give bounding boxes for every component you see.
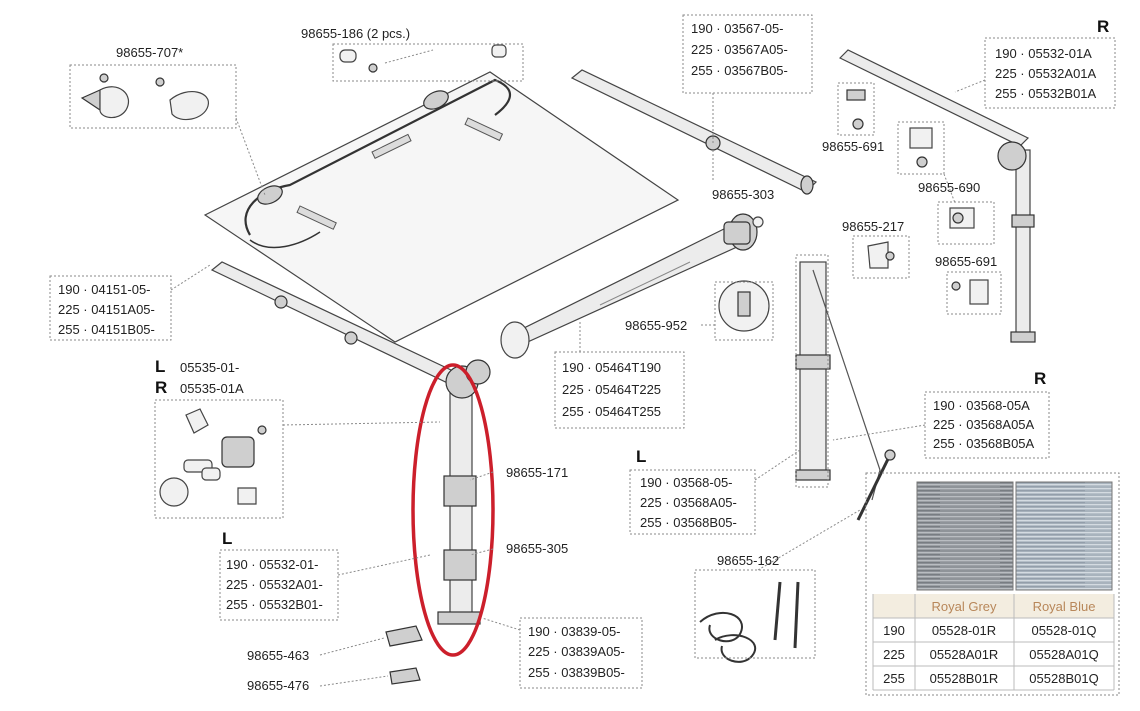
awning-illustration — [80, 44, 1036, 685]
label-right-arm-255: 255 · 05532B01A — [995, 86, 1097, 101]
table-cell-blue: 05528-01Q — [1031, 623, 1096, 638]
callout-boxes — [49, 14, 1116, 689]
label-foot-255: 255 · 03839B05- — [528, 665, 625, 680]
label-98655-690: 98655-690 — [918, 180, 980, 195]
side-label-right-top: R — [1097, 17, 1109, 36]
swatch-royal-blue — [1015, 481, 1113, 591]
label-roller-255: 255 · 05464T255 — [562, 404, 661, 419]
label-rear-bar-225: 225 · 04151A05- — [58, 302, 155, 317]
table-cell-size: 255 — [883, 671, 905, 686]
label-rear-bar-255: 255 · 04151B05- — [58, 322, 155, 337]
table-header-royal-blue: Royal Blue — [1033, 599, 1096, 614]
side-label-left-arm: L — [222, 529, 232, 548]
part-labels: 98655-707* 98655-186 (2 pcs.) 190 · 0356… — [58, 17, 1109, 693]
leader-lines — [170, 49, 986, 687]
table-cell-grey: 05528B01R — [930, 671, 999, 686]
label-right-arm-225: 225 · 05532A01A — [995, 66, 1097, 81]
label-98655-305: 98655-305 — [506, 541, 568, 556]
label-left-hub-l: 05535-01- — [180, 360, 239, 375]
label-left-hub-r: 05535-01A — [180, 381, 244, 396]
label-roller-190: 190 · 05464T190 — [562, 360, 661, 375]
label-left-leg-225: 225 · 03568A05- — [640, 495, 737, 510]
label-98655-691-top: 98655-691 — [822, 139, 884, 154]
side-label-left-leg: L — [636, 447, 646, 466]
label-end-caps: 98655-186 (2 pcs.) — [301, 26, 410, 41]
label-front-bar-255: 255 · 03567B05- — [691, 63, 788, 78]
label-right-leg-255: 255 · 03568B05A — [933, 436, 1035, 451]
label-98655-217: 98655-217 — [842, 219, 904, 234]
side-label-left-hub: L — [155, 357, 165, 376]
label-left-arm-255: 255 · 05532B01- — [226, 597, 323, 612]
label-front-bar-190: 190 · 03567-05- — [691, 21, 784, 36]
label-foot-190: 190 · 03839-05- — [528, 624, 621, 639]
fabric-table: Royal Grey Royal Blue 190 05528-01R 0552… — [865, 472, 1120, 696]
label-98655-476: 98655-476 — [247, 678, 309, 693]
label-left-leg-255: 255 · 03568B05- — [640, 515, 737, 530]
label-98655-952: 98655-952 — [625, 318, 687, 333]
label-foot-225: 225 · 03839A05- — [528, 644, 625, 659]
table-cell-blue: 05528A01Q — [1029, 647, 1098, 662]
table-cell-size: 225 — [883, 647, 905, 662]
table-cell-grey: 05528-01R — [932, 623, 996, 638]
label-right-leg-225: 225 · 03568A05A — [933, 417, 1035, 432]
label-rear-bar-190: 190 · 04151-05- — [58, 282, 151, 297]
label-left-arm-190: 190 · 05532-01- — [226, 557, 319, 572]
highlight-ellipse — [411, 363, 495, 657]
label-98655-171: 98655-171 — [506, 465, 568, 480]
label-98655-303: 98655-303 — [712, 187, 774, 202]
label-left-leg-190: 190 · 03568-05- — [640, 475, 733, 490]
label-98655-162: 98655-162 — [717, 553, 779, 568]
label-98655-463: 98655-463 — [247, 648, 309, 663]
side-label-right-leg: R — [1034, 369, 1046, 388]
label-front-bar-225: 225 · 03567A05- — [691, 42, 788, 57]
table-header-royal-grey: Royal Grey — [931, 599, 997, 614]
label-roller-225: 225 · 05464T225 — [562, 382, 661, 397]
table-cell-grey: 05528A01R — [930, 647, 999, 662]
label-right-leg-190: 190 · 03568-05A — [933, 398, 1030, 413]
label-98655-691-mid: 98655-691 — [935, 254, 997, 269]
label-clip-set: 98655-707* — [116, 45, 183, 60]
swatch-royal-grey — [916, 481, 1014, 591]
table-cell-blue: 05528B01Q — [1029, 671, 1098, 686]
label-left-arm-225: 225 · 05532A01- — [226, 577, 323, 592]
table-cell-size: 190 — [883, 623, 905, 638]
side-label-right-hub: R — [155, 378, 167, 397]
label-right-arm-190: 190 · 05532-01A — [995, 46, 1092, 61]
